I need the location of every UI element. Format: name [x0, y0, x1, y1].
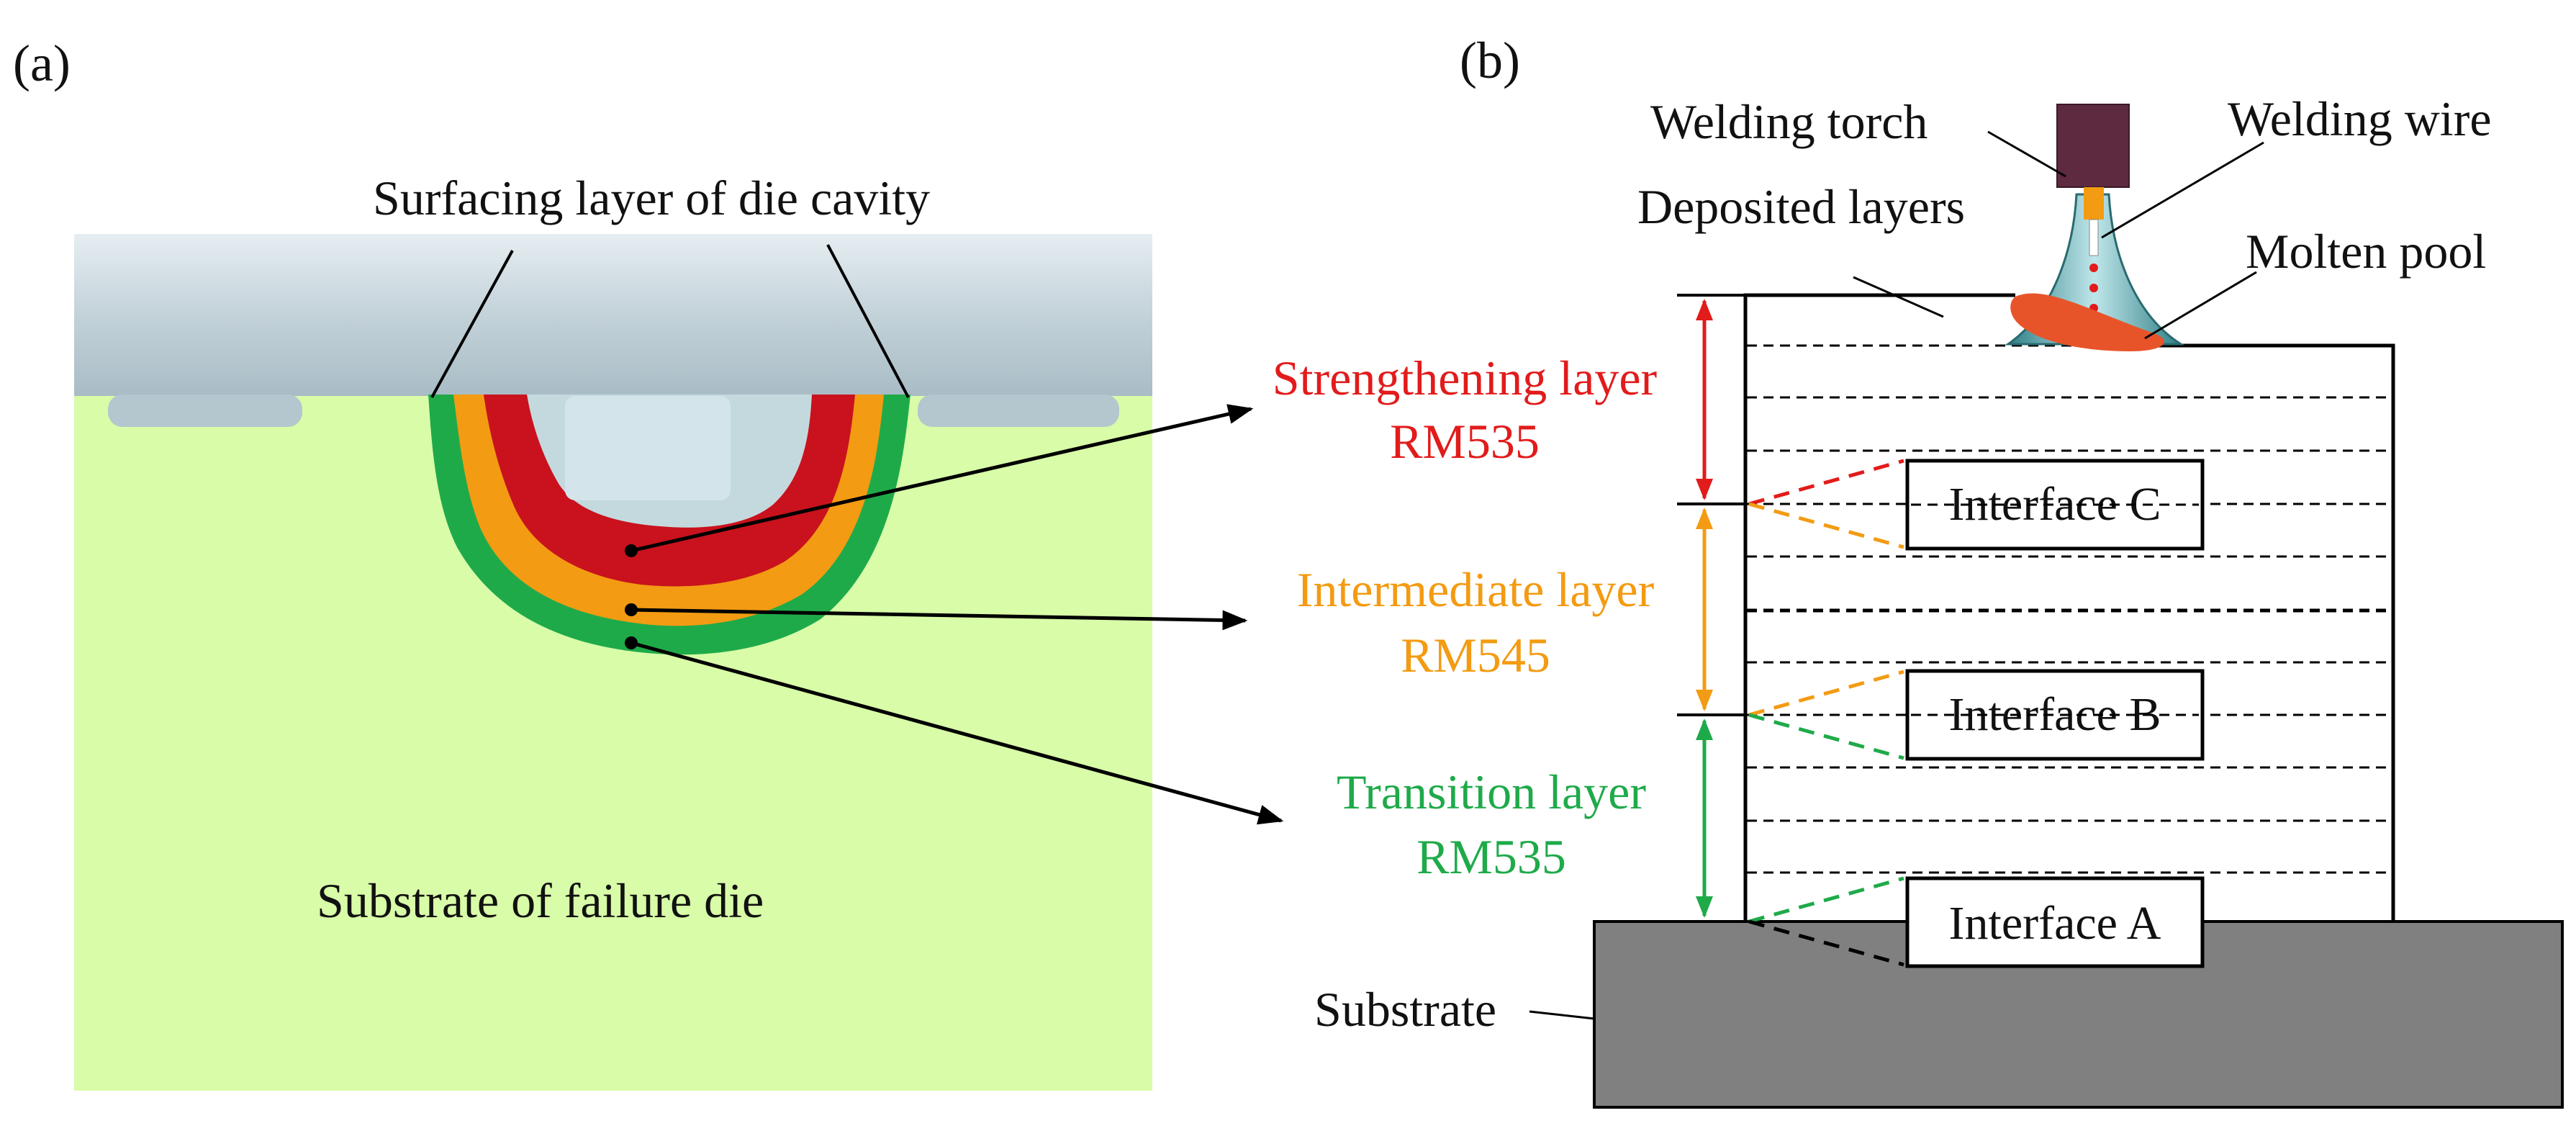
transition-layer-name: Transition layer	[1337, 765, 1646, 819]
welding-torch-leader	[1987, 130, 2066, 178]
molten-pool-shape	[2010, 293, 2164, 351]
die-plate	[74, 234, 1152, 396]
deposited-wall-outline	[1743, 293, 2395, 922]
strengthening-layer-name: Strengthening layer	[1273, 351, 1658, 405]
die-plate-left-foot	[108, 395, 302, 427]
zoom-b-upper	[1748, 670, 1904, 717]
transition-arrow	[631, 641, 1284, 825]
welding-wire-stub	[2089, 219, 2099, 256]
welding-torch-label: Welding torch	[1650, 94, 1928, 149]
strengthening-layer-material: RM535	[1390, 414, 1540, 469]
molten-pool-label: Molten pool	[2246, 224, 2486, 279]
interface-a-label: Interface A	[1949, 897, 2161, 950]
substrate-leader	[1529, 1010, 1595, 1020]
surfacing-leader-right	[826, 244, 910, 398]
interface-box-c: Interface C	[1905, 459, 2205, 551]
droplet-1	[2089, 263, 2098, 272]
surfacing-layer-label: Surfacing layer of die cavity	[373, 171, 930, 225]
zoom-a-upper	[1748, 876, 1904, 924]
substrate-label: Substrate	[1314, 982, 1496, 1037]
molten-pool-leader	[2144, 271, 2257, 340]
welding-wire-leader	[2101, 141, 2264, 239]
transition-layer-material: RM535	[1416, 829, 1566, 884]
zoom-b-lower	[1748, 713, 1904, 760]
intermediate-arrow	[631, 608, 1248, 631]
zoom-c-lower	[1748, 502, 1904, 549]
panel-a-label: (a)	[13, 35, 71, 92]
intermediate-layer-name: Intermediate layer	[1297, 562, 1655, 617]
die-cavity-punch-body	[565, 396, 731, 500]
zoom-c-upper	[1748, 459, 1904, 506]
intermediate-layer-material: RM545	[1401, 628, 1550, 682]
deposited-layers-leader	[1853, 276, 1944, 318]
interface-box-a: Interface A	[1905, 876, 2205, 968]
substrate-failure-die-label: Substrate of failure die	[317, 873, 764, 928]
surfacing-leader-left	[430, 250, 514, 398]
welding-wire-label: Welding wire	[2228, 91, 2492, 146]
droplet-2	[2089, 284, 2098, 292]
die-plate-right-foot	[918, 395, 1119, 427]
torch-contact-tip	[2084, 187, 2104, 220]
panel-b-label: (b)	[1460, 32, 1520, 89]
strengthening-arrow	[631, 404, 1254, 553]
interface-box-b: Interface B	[1905, 669, 2205, 761]
torch-body	[2056, 104, 2130, 188]
deposited-layers-label: Deposited layers	[1637, 179, 1965, 234]
zoom-a-lower	[1748, 919, 1904, 967]
